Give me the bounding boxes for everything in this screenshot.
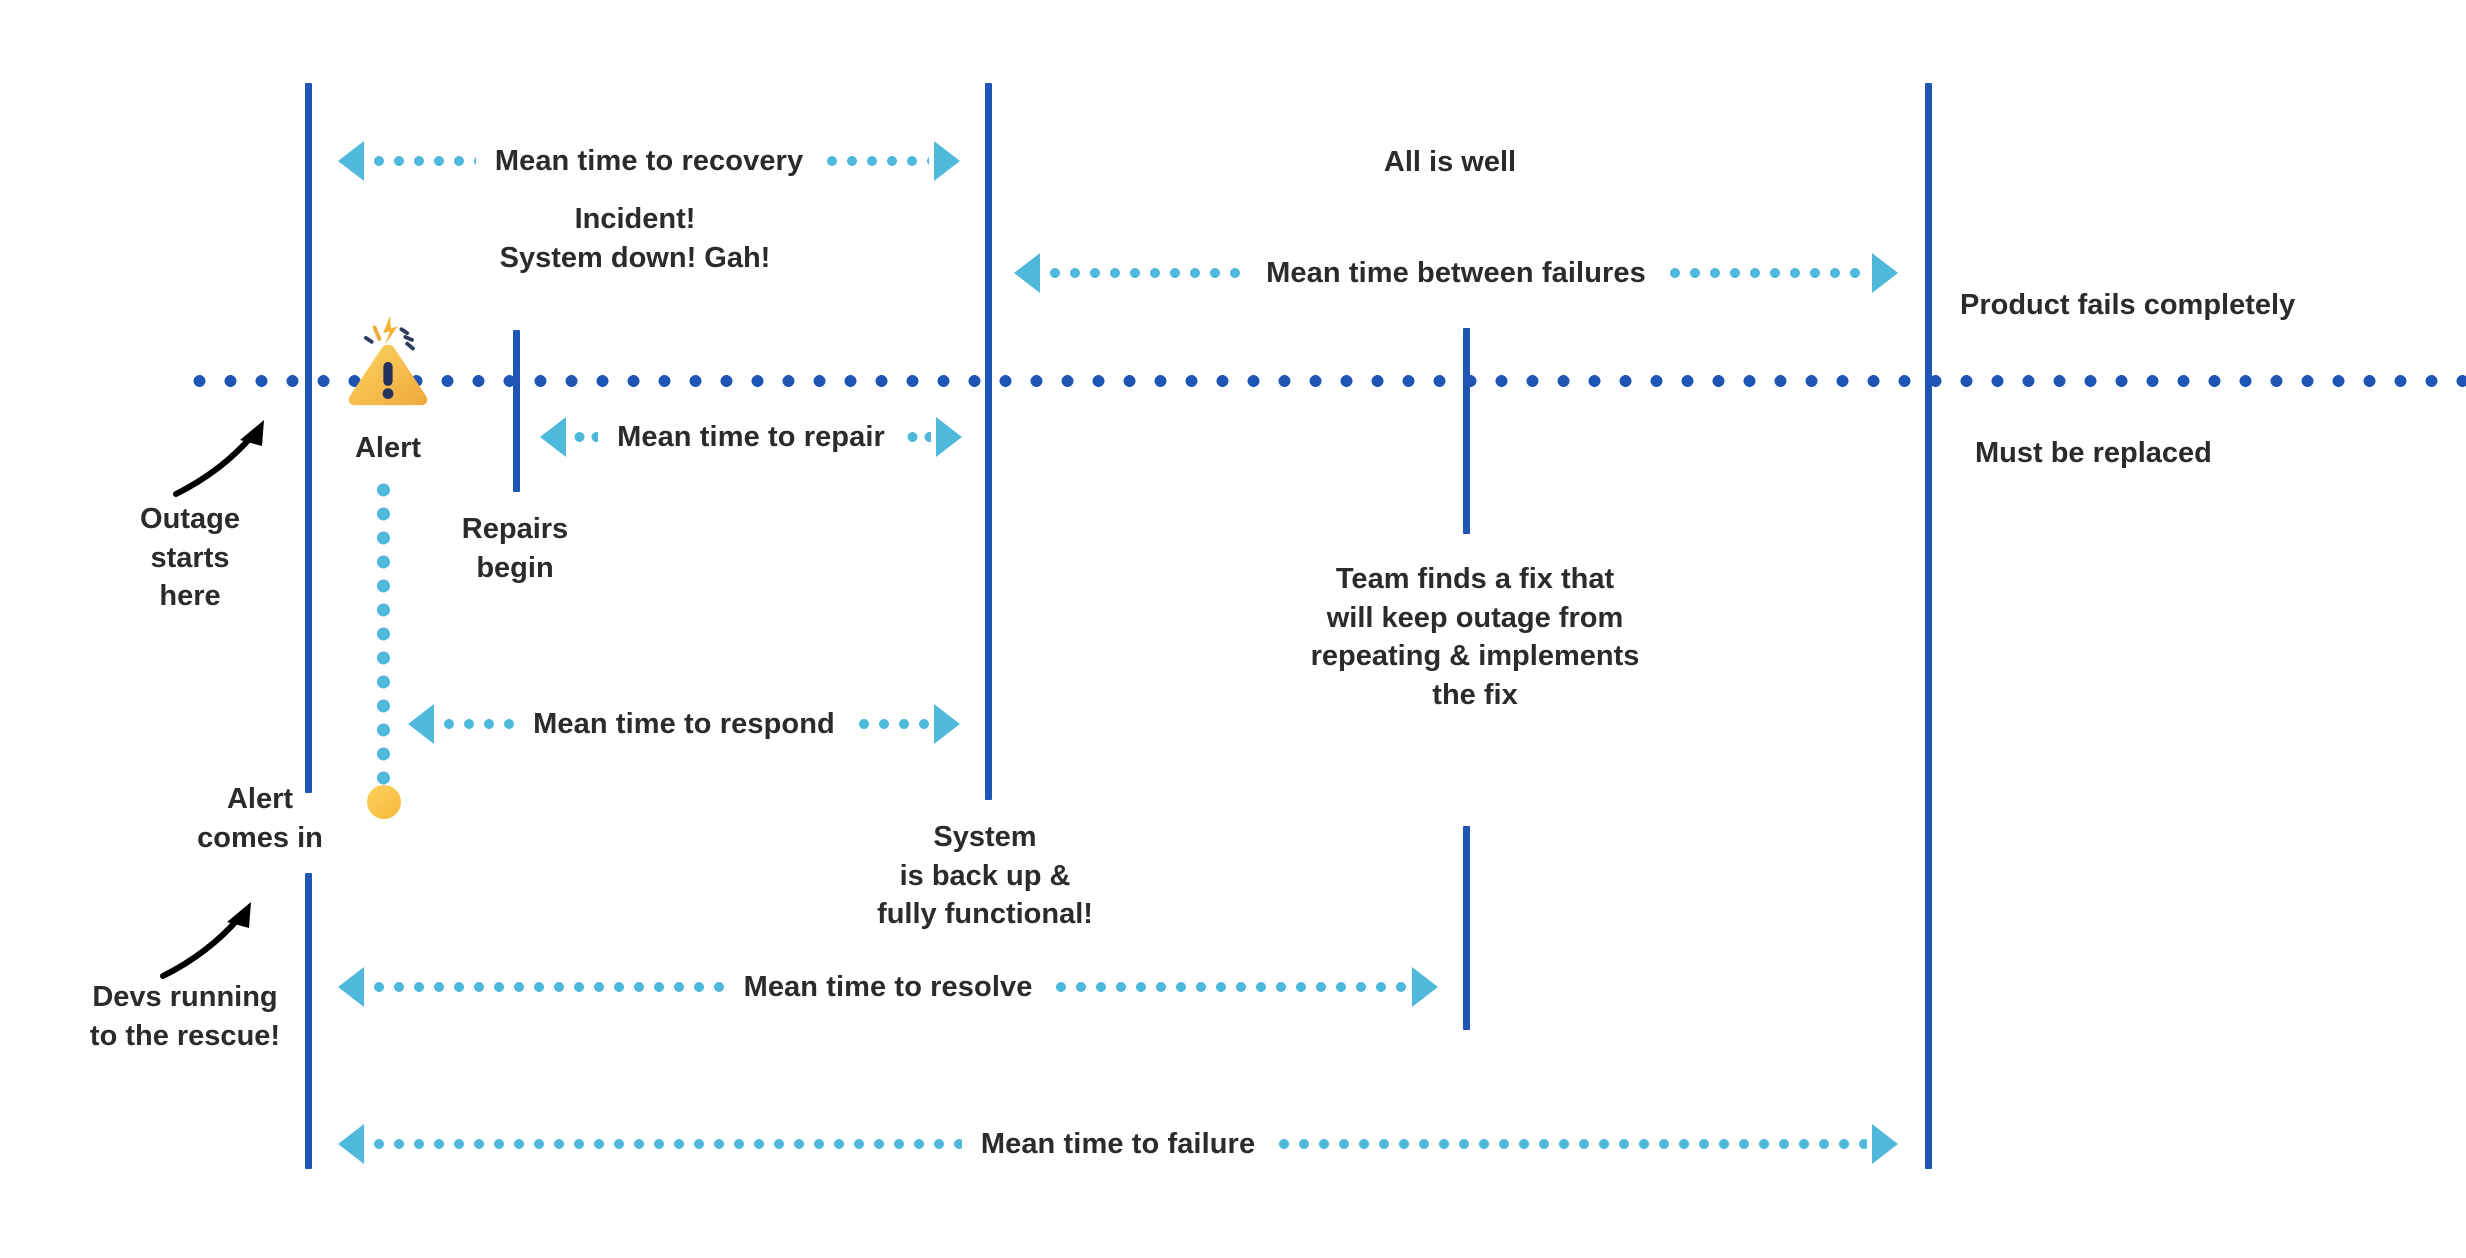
metric-label: Mean time to resolve (743, 970, 1033, 1003)
arrow-dash (1051, 982, 1407, 992)
arrow-dash (822, 156, 930, 166)
event-line-system-restored (985, 83, 992, 800)
metric-label: Mean time to recovery (494, 144, 804, 177)
arrow-head-right-icon (934, 141, 961, 181)
arrow-dash (369, 1139, 962, 1149)
event-line-outage-start-lower (305, 873, 312, 1169)
arrow-dash (1045, 268, 1248, 278)
arrow-head-right-icon (1412, 967, 1438, 1007)
alert-connector-dots (377, 478, 390, 798)
arrow-head-left-icon (338, 141, 364, 181)
note-incident-system-down: Incident! System down! Gah! (499, 203, 771, 274)
arrow-head-left-icon (408, 704, 434, 744)
note-devs-running: Devs running to the rescue! (89, 981, 281, 1052)
metric-mean-time-between-failures: Mean time between failures (1014, 251, 1898, 295)
metric-mean-time-to-failure: Mean time to failure (338, 1122, 1899, 1166)
event-line-fix-implemented-upper (1463, 328, 1470, 534)
arrow-head-right-icon (1872, 1124, 1899, 1164)
arrow-head-left-icon (338, 967, 364, 1007)
note-alert-comes-in: Alert comes in (197, 783, 323, 854)
timeline-axis (184, 375, 2466, 387)
metric-label: Mean time to respond (533, 707, 835, 740)
note-must-be-replaced: Must be replaced (1975, 437, 2212, 469)
event-line-repairs-begin (513, 330, 520, 492)
note-system-back-up: System is back up & fully functional! (877, 821, 1093, 931)
arrow-head-right-icon (936, 417, 962, 457)
event-line-product-fails (1925, 83, 1932, 1169)
arrow-dash (1274, 1139, 1868, 1149)
metric-mean-time-to-resolve: Mean time to resolve (338, 965, 1438, 1009)
warning-triangle-icon (340, 312, 436, 408)
metric-label: Mean time to repair (617, 420, 885, 453)
arrow-dash (439, 719, 515, 729)
metric-mean-time-to-repair: Mean time to repair (540, 415, 962, 459)
note-team-finds-fix: Team finds a fix that will keep outage f… (1310, 563, 1640, 711)
arrow-dash (853, 719, 930, 729)
arrow-dash (903, 432, 931, 442)
arrow-head-left-icon (540, 417, 566, 457)
arrow-dash (369, 982, 725, 992)
curved-arrow-icon (168, 410, 278, 500)
event-line-fix-implemented-lower (1463, 826, 1470, 1030)
note-repairs-begin: Repairs begin (461, 513, 569, 584)
curved-arrow-icon (155, 892, 265, 982)
note-outage-starts-here: Outage starts here (140, 503, 240, 613)
metric-label: Mean time between failures (1266, 256, 1646, 289)
alert-trigger-dot-icon (367, 785, 401, 819)
arrow-dash (1664, 268, 1867, 278)
arrow-head-left-icon (1014, 253, 1040, 293)
arrow-dash (571, 432, 599, 442)
arrow-dash (369, 156, 476, 166)
arrow-head-right-icon (934, 704, 961, 744)
note-product-fails-completely: Product fails completely (1960, 289, 2296, 321)
metric-mean-time-to-respond: Mean time to respond (408, 702, 961, 746)
alert-icon-label: Alert (354, 432, 422, 464)
arrow-head-right-icon (1872, 253, 1898, 293)
event-line-outage-start (305, 83, 312, 793)
arrow-head-left-icon (338, 1124, 364, 1164)
note-all-is-well: All is well (1383, 146, 1517, 178)
metric-label: Mean time to failure (980, 1127, 1256, 1160)
metric-mean-time-to-recovery: Mean time to recovery (338, 139, 961, 183)
